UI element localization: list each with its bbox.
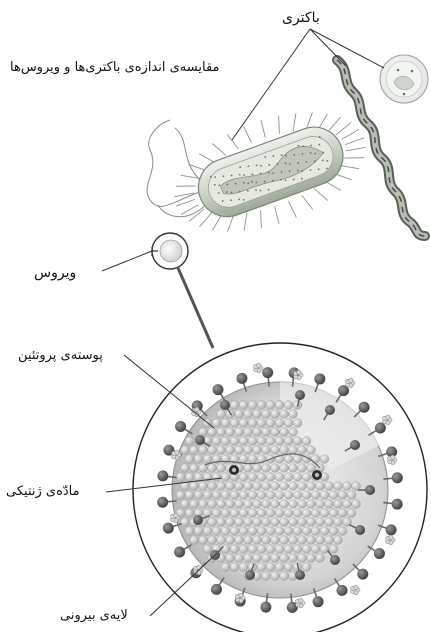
- label-bacteria: باکتری: [282, 10, 320, 26]
- zoom-connector: [178, 268, 213, 348]
- label-outer-layer: لایه‌ی بیرونی: [60, 608, 128, 624]
- label-protein-coat: پوسته‌ی پروتئین: [18, 348, 103, 364]
- virus-scale-marker: [102, 233, 213, 348]
- label-genetic-material: مادّه‌ی ژنتیکی: [6, 484, 80, 500]
- coccus-bacterium: [380, 55, 428, 103]
- rod-bacterium: [147, 112, 366, 231]
- virus-leader-line: [102, 251, 152, 271]
- label-title: مقایسه‌ی اندازه‌ی باکتری‌ها و ویروس‌ها: [10, 60, 220, 76]
- small-virus: [160, 240, 182, 262]
- label-virus: ویروس: [34, 265, 76, 281]
- magnified-virus: [133, 343, 427, 632]
